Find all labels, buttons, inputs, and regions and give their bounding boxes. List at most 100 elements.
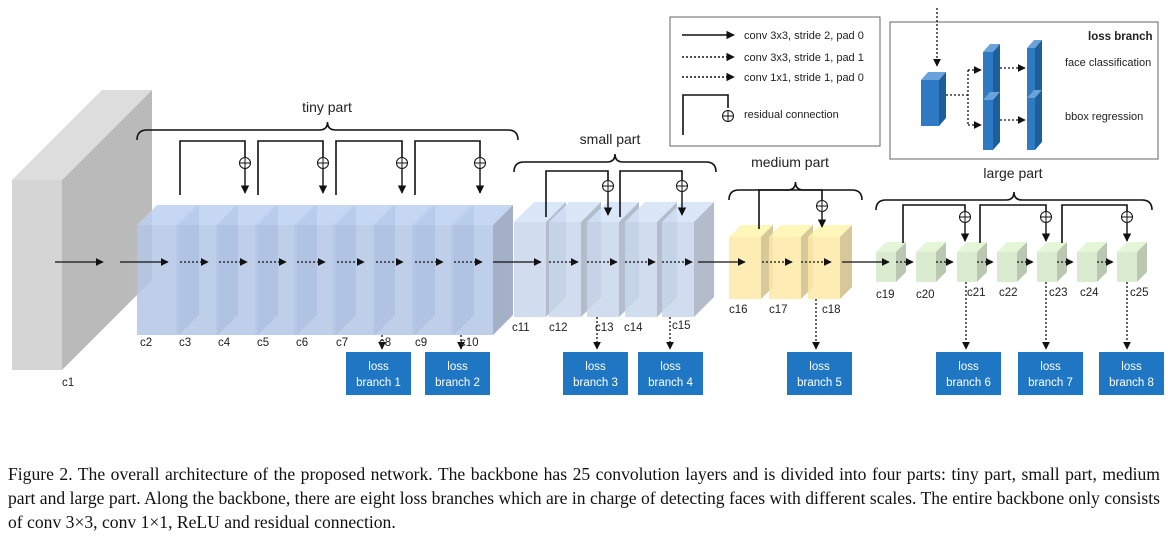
- residual-c3-c5: [179, 140, 251, 195]
- layer-c25: [1117, 242, 1147, 282]
- layer-label-c14: c14: [624, 322, 643, 334]
- residual-c21-c23: [979, 204, 1052, 243]
- loss-branch-number: branch 2: [435, 377, 480, 389]
- layer-label-c22: c22: [999, 287, 1018, 299]
- loss-branch-number: branch 4: [648, 377, 693, 389]
- loss-branch-label: loss: [1121, 361, 1142, 373]
- layer-label-c5: c5: [257, 337, 269, 349]
- layer-label-c19: c19: [876, 289, 895, 301]
- residual-c16-c18: [758, 189, 828, 229]
- loss-branch-detail-split-icon: [946, 70, 969, 125]
- loss-branch-5: loss branch 5: [787, 352, 852, 395]
- layer-label-c23: c23: [1049, 287, 1068, 299]
- medium-part-brace: [728, 181, 863, 201]
- legend-plus-sign-icon: [722, 110, 734, 122]
- loss-branch-detail: loss branch face classification bbox reg…: [889, 8, 1159, 160]
- legend-frame: [669, 16, 881, 147]
- loss-branch-1: loss branch 1: [346, 352, 411, 395]
- plus-circle-icon: [676, 180, 688, 192]
- loss-branch-8: loss branch 8: [1099, 352, 1164, 395]
- layer-label-c24: c24: [1080, 287, 1099, 299]
- layer-c10: [451, 205, 513, 335]
- tiny-part-brace: [136, 121, 519, 141]
- loss-branch-label: loss: [958, 361, 979, 373]
- loss-branch-4: loss branch 4: [638, 352, 703, 395]
- layer-label-c2: c2: [140, 337, 152, 349]
- residual-c19-c21: [902, 204, 971, 243]
- residual-c23-c25: [1061, 204, 1133, 243]
- legend-residual-icon: [682, 94, 729, 135]
- layer-c18: [808, 225, 852, 299]
- loss-branch-label: loss: [447, 361, 468, 373]
- residual-c9-c11: [414, 140, 486, 195]
- plus-circle-icon: [474, 157, 486, 169]
- layer-label-c12: c12: [549, 322, 568, 334]
- layer-label-c25: c25: [1130, 287, 1149, 299]
- loss-branch-number: branch 6: [946, 377, 991, 389]
- layer-label-c17: c17: [769, 304, 788, 316]
- layer-label-c21: c21: [967, 287, 986, 299]
- plus-circle-icon: [959, 211, 971, 223]
- loss-branch-3: loss branch 3: [563, 352, 628, 395]
- loss-branch-number: branch 8: [1109, 377, 1154, 389]
- legend-residual: residual connection: [744, 109, 839, 121]
- part-label-small: small part: [580, 131, 641, 147]
- loss-branch-label: loss: [585, 361, 606, 373]
- loss-branch-6: loss branch 6: [936, 352, 1001, 395]
- layer-label-c9: c9: [415, 337, 427, 349]
- layer-label-c7: c7: [336, 337, 348, 349]
- plus-circle-icon: [1040, 211, 1052, 223]
- layer-c15: [662, 202, 714, 317]
- layer-label-c4: c4: [218, 337, 231, 349]
- loss-branch-detail-blocks: [921, 40, 1042, 150]
- loss-branch-detail-title: loss branch: [1088, 31, 1153, 43]
- layer-label-c11: c11: [512, 322, 530, 334]
- layer-c20: [916, 242, 946, 282]
- layer-c1: [12, 90, 152, 370]
- legend-conv1-stride1: conv 1x1, stride 1, pad 0: [744, 72, 864, 84]
- layer-label-c18: c18: [822, 304, 841, 316]
- plus-circle-icon: [1121, 211, 1133, 223]
- layer-c21: [957, 242, 987, 282]
- loss-branch-number: branch 3: [573, 377, 618, 389]
- loss-branch-number: branch 1: [356, 377, 401, 389]
- legend-conv3-stride1: conv 3x3, stride 1, pad 1: [744, 52, 864, 64]
- legend: conv 3x3, stride 2, pad 0 conv 3x3, stri…: [669, 16, 881, 147]
- layer-label-c8: c8: [379, 337, 391, 349]
- loss-branch-label: loss: [660, 361, 681, 373]
- loss-branch-number: branch 7: [1028, 377, 1073, 389]
- legend-conv-stride2: conv 3x3, stride 2, pad 0: [744, 30, 864, 42]
- residual-c7-c9: [335, 140, 408, 195]
- plus-circle-icon: [816, 200, 828, 212]
- part-label-tiny: tiny part: [302, 99, 352, 115]
- connections: [55, 121, 1153, 350]
- loss-branch-label: loss: [809, 361, 830, 373]
- layer-label-c20: c20: [916, 289, 935, 301]
- layer-label-c13: c13: [595, 322, 614, 334]
- face-classification-label: face classification: [1065, 57, 1151, 69]
- layer-label-c10: c10: [460, 337, 479, 349]
- figure-caption: Figure 2. The overall architecture of th…: [8, 464, 1160, 532]
- layer-blocks: [12, 90, 1147, 370]
- residual-c5-c7: [257, 140, 329, 195]
- layer-label-c6: c6: [296, 337, 308, 349]
- plus-circle-icon: [602, 180, 614, 192]
- plus-circle-icon: [317, 157, 329, 169]
- layer-label-c1: c1: [62, 377, 74, 389]
- part-label-medium: medium part: [751, 154, 829, 170]
- plus-circle-icon: [396, 157, 408, 169]
- loss-branch-label: loss: [368, 361, 389, 373]
- network-architecture-diagram: c1 c2 c3 c4 c5 c6 c7 c8 c9 c10 c11 c12 c13 c14 c15 c16 c…: [12, 8, 1164, 395]
- layer-label-c16: c16: [729, 304, 748, 316]
- loss-branch-number: branch 5: [797, 377, 842, 389]
- layer-label-c15: c15: [672, 320, 691, 332]
- part-label-large: large part: [983, 165, 1042, 181]
- large-part-brace: [875, 191, 1153, 211]
- plus-circle-icon: [239, 157, 251, 169]
- layer-label-c3: c3: [179, 337, 191, 349]
- labels: c1 c2 c3 c4 c5 c6 c7 c8 c9 c10 c11 c12 c13 c14 c15 c16 c…: [62, 99, 1164, 395]
- residual-c13-c15: [619, 170, 688, 217]
- small-part-brace: [513, 153, 717, 173]
- residual-c12-c13: [545, 170, 614, 217]
